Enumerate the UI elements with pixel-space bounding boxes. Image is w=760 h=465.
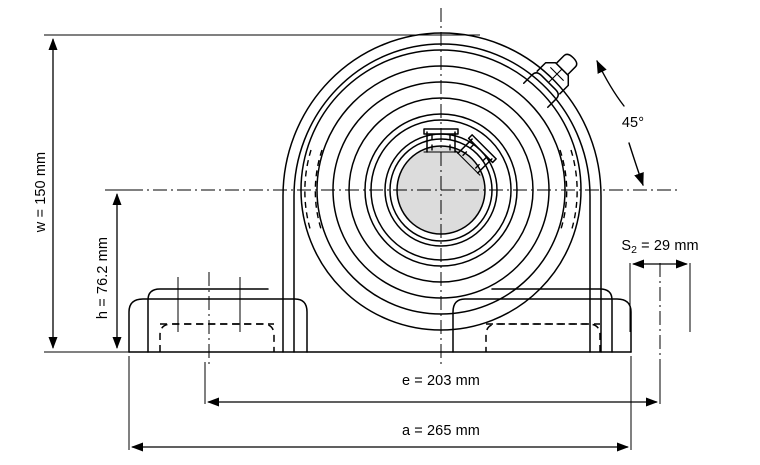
set-screw-ll-body (457, 138, 493, 174)
left-foot (128, 272, 308, 365)
set-screw-ll-head (467, 134, 497, 164)
set-screw-lower-left (455, 134, 497, 176)
hidden-arc-left-outer (304, 149, 312, 233)
dimension-s2: S2 = 29 mm (621, 238, 699, 269)
bearing-housing (128, 32, 691, 365)
hidden-arc-left-inner (314, 149, 323, 233)
dimension-s2-label: S2 = 29 mm (621, 238, 698, 256)
s2-subscript: 2 (631, 244, 637, 256)
dimension-h: h = 76.2 mm (95, 189, 130, 349)
right-foot-upper-step (491, 288, 613, 353)
left-foot-slot-hidden (159, 323, 275, 352)
annotation-45-degrees: 45° (596, 60, 644, 186)
right-foot-slot-hidden (485, 323, 601, 352)
dimension-h-label: h = 76.2 mm (95, 237, 111, 319)
set-screw-ll-seat (455, 150, 481, 176)
left-foot-lower-body (128, 298, 308, 353)
angle-leader-to-nipple (596, 60, 625, 107)
set-screw-ll-thread-left (459, 143, 475, 159)
s2-value: = 29 mm (637, 238, 699, 254)
grease-nipple-tip (555, 53, 578, 76)
dimension-a: a = 265 mm (128, 356, 632, 452)
dimension-w: w = 150 mm (33, 34, 480, 349)
housing-outer-silhouette (282, 32, 602, 353)
dimension-e: e = 203 mm (204, 362, 661, 407)
hidden-arc-right-outer (570, 149, 578, 233)
set-screw-top-body (426, 131, 456, 153)
left-foot-upper-step (147, 288, 269, 353)
right-foot (452, 263, 691, 365)
housing-outer-silhouette-inner (293, 43, 591, 353)
angle-45-label: 45° (622, 115, 644, 131)
set-screw-top-head (423, 128, 459, 135)
angle-leader-to-centerline (628, 142, 644, 186)
centerlines (105, 8, 678, 368)
dimension-w-label: w = 150 mm (33, 152, 49, 233)
hidden-arc-right-inner (559, 149, 568, 233)
right-foot-lower-body (452, 298, 632, 353)
dimension-e-label: e = 203 mm (402, 373, 480, 389)
s2-symbol: S (621, 238, 631, 254)
grease-nipple-flat-2 (547, 68, 563, 84)
internal-hidden-arcs (304, 149, 578, 233)
set-screw-top (423, 128, 459, 154)
dimension-a-label: a = 265 mm (402, 423, 480, 439)
grease-nipple-icon (522, 53, 578, 109)
set-screw-ll-thread-right (472, 156, 488, 172)
